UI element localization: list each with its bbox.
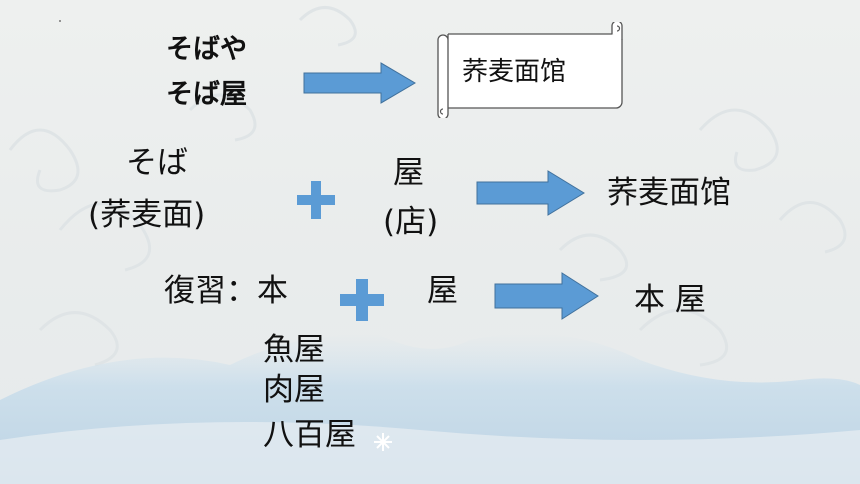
scroll-icon [437,22,623,118]
example-item: 肉屋 [263,372,325,408]
right-arrow-icon [494,272,599,320]
decorative-dot [59,20,61,22]
right-arrow-icon [303,62,416,104]
row2-middle: 屋 [427,273,458,309]
scroll-label: 荞麦面馆 [462,57,567,87]
row1-middle-bottom: (店) [383,204,439,240]
row1-left-top: そば [126,145,188,181]
row1-result: 荞麦面馆 [607,175,731,211]
row1-left-bottom: (荞麦面) [88,197,206,233]
plus-icon [340,279,384,321]
plus-icon [297,181,335,219]
example-item: 魚屋 [263,332,325,368]
example-item: 八百屋 [263,417,356,453]
cloud-swirls [8,6,847,367]
title-line-2: そば屋 [166,79,247,110]
row2-prefix: 復習：本 [164,273,288,309]
right-arrow-icon [476,170,585,216]
snowflake-icon [374,433,392,451]
title-line-1: そばや [166,34,247,65]
row1-middle-top: 屋 [393,155,424,191]
row2-result: 本 屋 [634,282,706,318]
